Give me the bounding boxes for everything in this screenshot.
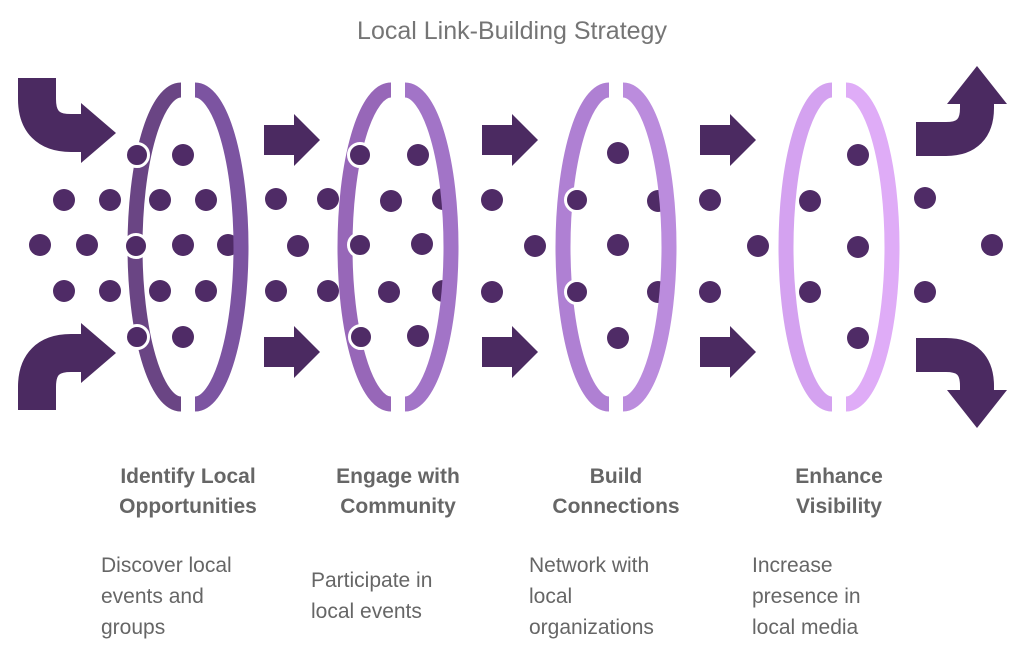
ring-build-connections-right-band: [622, 82, 677, 412]
ring-engage-with-community-right-band: [404, 82, 459, 412]
ring-enhance-visibility-right-band: [845, 82, 900, 412]
stage-description-wrap: Discover local events and groups: [93, 546, 283, 646]
diagram-dot: [847, 236, 869, 258]
diagram-captured-dot: [124, 324, 150, 350]
exit-arrow-top: [916, 102, 994, 156]
diagram-dot: [265, 188, 287, 210]
ring-build-connections-left-band: [555, 82, 610, 412]
entry-arrow-bottom-head: [81, 323, 116, 383]
stage-label: Enhance Visibility Increase presence in …: [744, 462, 934, 646]
diagram-dot: [799, 190, 821, 212]
stage-description-wrap: Network with local organizations: [521, 546, 711, 646]
flow-arrow: [482, 326, 538, 378]
stage-description: Discover local events and groups: [101, 553, 232, 639]
diagram-captured-dot: [123, 233, 149, 259]
diagram-dot: [378, 281, 400, 303]
diagram-dot: [317, 280, 339, 302]
diagram-captured-dot: [347, 142, 373, 168]
diagram-dot: [799, 281, 821, 303]
diagram-captured-dot: [348, 324, 374, 350]
diagram-dot: [914, 187, 936, 209]
diagram-dot: [607, 142, 629, 164]
flow-arrow: [264, 114, 320, 166]
stage-description: Participate in local events: [311, 569, 433, 623]
diagram-title: Local Link-Building Strategy: [357, 17, 667, 45]
ring-engage-with-community-left-band: [337, 82, 392, 412]
stage-heading: Build Connections: [552, 465, 680, 518]
diagram-captured-dot: [564, 279, 590, 305]
diagram-dot: [847, 144, 869, 166]
diagram-dot: [265, 280, 287, 302]
diagram-dot: [195, 189, 217, 211]
diagram-dot: [195, 280, 217, 302]
diagram-dot: [172, 326, 194, 348]
exit-arrow-bottom-head: [947, 390, 1007, 428]
entry-arrow-bottom: [17, 334, 83, 410]
diagram-dot: [411, 233, 433, 255]
diagram-captured-dot: [124, 142, 150, 168]
ring-identify-local-opportunities-right-band: [194, 82, 249, 412]
diagram-dot: [481, 189, 503, 211]
stage-description-wrap: Participate in local events: [303, 546, 493, 646]
stage-description: Network with local organizations: [529, 553, 654, 639]
entry-arrow-top: [17, 78, 83, 152]
stage-heading: Enhance Visibility: [795, 465, 883, 518]
diagram-dot: [149, 280, 171, 302]
diagram-dot: [607, 234, 629, 256]
diagram-dot: [407, 144, 429, 166]
diagram-dot: [29, 234, 51, 256]
exit-arrow-top-head: [947, 66, 1007, 104]
stage-label: Identify Local Opportunities Discover lo…: [93, 462, 283, 646]
diagram-dot: [914, 281, 936, 303]
diagram-dot: [99, 280, 121, 302]
diagram-dot: [287, 235, 309, 257]
stage-description: Increase presence in local media: [752, 553, 861, 639]
ring-enhance-visibility-left-band: [778, 82, 833, 412]
diagram-dot: [53, 189, 75, 211]
diagram-dot: [76, 234, 98, 256]
flow-arrow: [700, 326, 756, 378]
diagram-dot: [407, 325, 429, 347]
diagram-dot: [99, 189, 121, 211]
diagram-dot: [699, 189, 721, 211]
diagram-captured-dot: [564, 187, 590, 213]
entry-arrow-top-head: [81, 103, 116, 163]
diagram-dot: [847, 327, 869, 349]
diagram-dot: [317, 188, 339, 210]
stage-label: Engage with Community Participate in loc…: [303, 462, 493, 646]
stage-label: Build Connections Network with local org…: [521, 462, 711, 646]
diagram-dot: [747, 235, 769, 257]
diagram-dot: [607, 327, 629, 349]
diagram-dot: [172, 234, 194, 256]
stage-description-wrap: Increase presence in local media: [744, 546, 934, 646]
flow-arrow: [482, 114, 538, 166]
diagram-dot: [699, 281, 721, 303]
diagram-dot: [53, 280, 75, 302]
diagram-dot: [481, 281, 503, 303]
flow-arrow: [700, 114, 756, 166]
diagram-dot: [981, 234, 1003, 256]
stage-heading: Identify Local Opportunities: [119, 465, 257, 518]
flow-arrow: [264, 326, 320, 378]
diagram-captured-dot: [347, 232, 373, 258]
diagram-dot: [172, 144, 194, 166]
exit-arrow-bottom: [916, 338, 994, 392]
diagram-dot: [380, 190, 402, 212]
funnel-diagram: [17, 66, 1007, 428]
stage-heading: Engage with Community: [336, 465, 460, 518]
diagram-dot: [149, 189, 171, 211]
diagram-dot: [524, 235, 546, 257]
